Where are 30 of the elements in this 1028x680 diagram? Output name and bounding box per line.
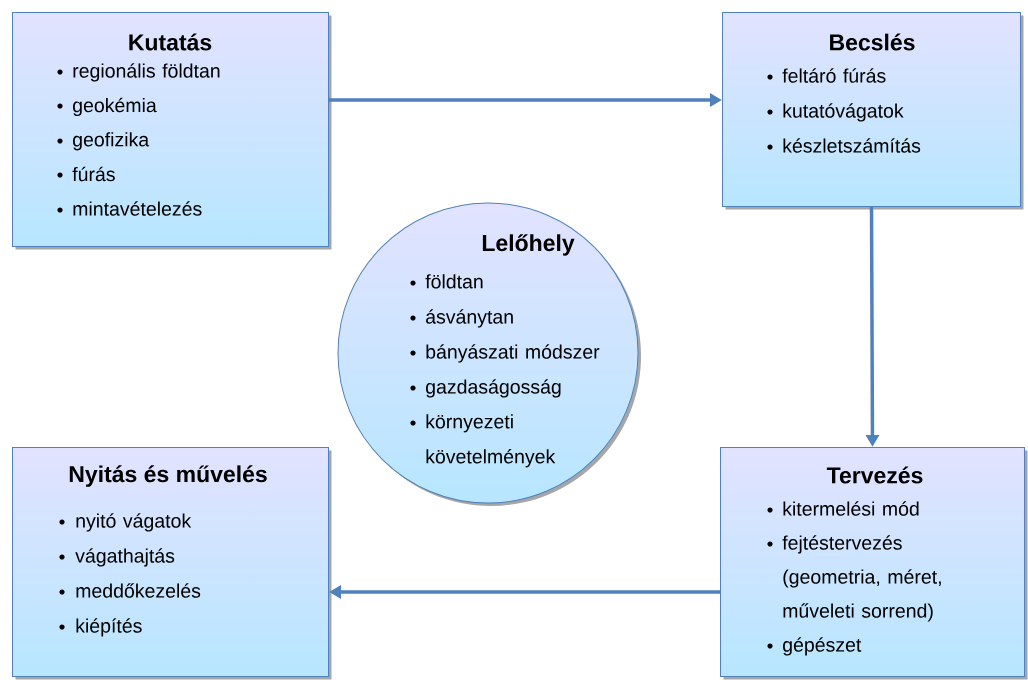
node-text: gazdaságosság <box>426 379 561 398</box>
process-box <box>12 447 332 680</box>
node-text: Nyitás és művelés <box>69 465 267 487</box>
node-text: Kutatás <box>129 33 212 51</box>
node-text: geokémia <box>73 97 157 117</box>
node-text: földtan <box>425 274 483 289</box>
node-text: regionális földtan <box>73 63 220 82</box>
node-text: kiépítés <box>76 618 142 637</box>
node-text: vágathajtás <box>75 548 175 567</box>
node-text: fúrás <box>72 166 115 182</box>
node-text: nyitó vágatok <box>76 513 192 532</box>
node-text: Lelőhely <box>482 234 575 256</box>
process-box <box>722 12 1024 210</box>
process-box <box>720 447 1028 680</box>
node-text: mintavételezés <box>73 201 202 216</box>
node-text: feltáró fúrás <box>782 68 886 83</box>
node-text: környezeti követelmények <box>426 414 556 468</box>
node-text: fejtéstervezés (geometria, méret, műveleti sorrend) <box>782 535 941 622</box>
process-box <box>12 12 332 250</box>
node-text: ásványtan <box>426 309 513 328</box>
node-text: kutatóvágatok <box>783 103 904 122</box>
node-text: gépészet <box>783 637 862 656</box>
circle-node <box>337 202 641 506</box>
node-text: Tervezés <box>826 466 923 484</box>
node-text: meddőkezelés <box>76 583 201 598</box>
node-text: bányászati módszer <box>426 344 600 363</box>
node-text: Becslés <box>830 33 915 51</box>
node-text: kitermelési mód <box>783 501 919 516</box>
node-text: geofizika <box>73 132 150 151</box>
node-text: készletszámítás <box>783 138 921 153</box>
